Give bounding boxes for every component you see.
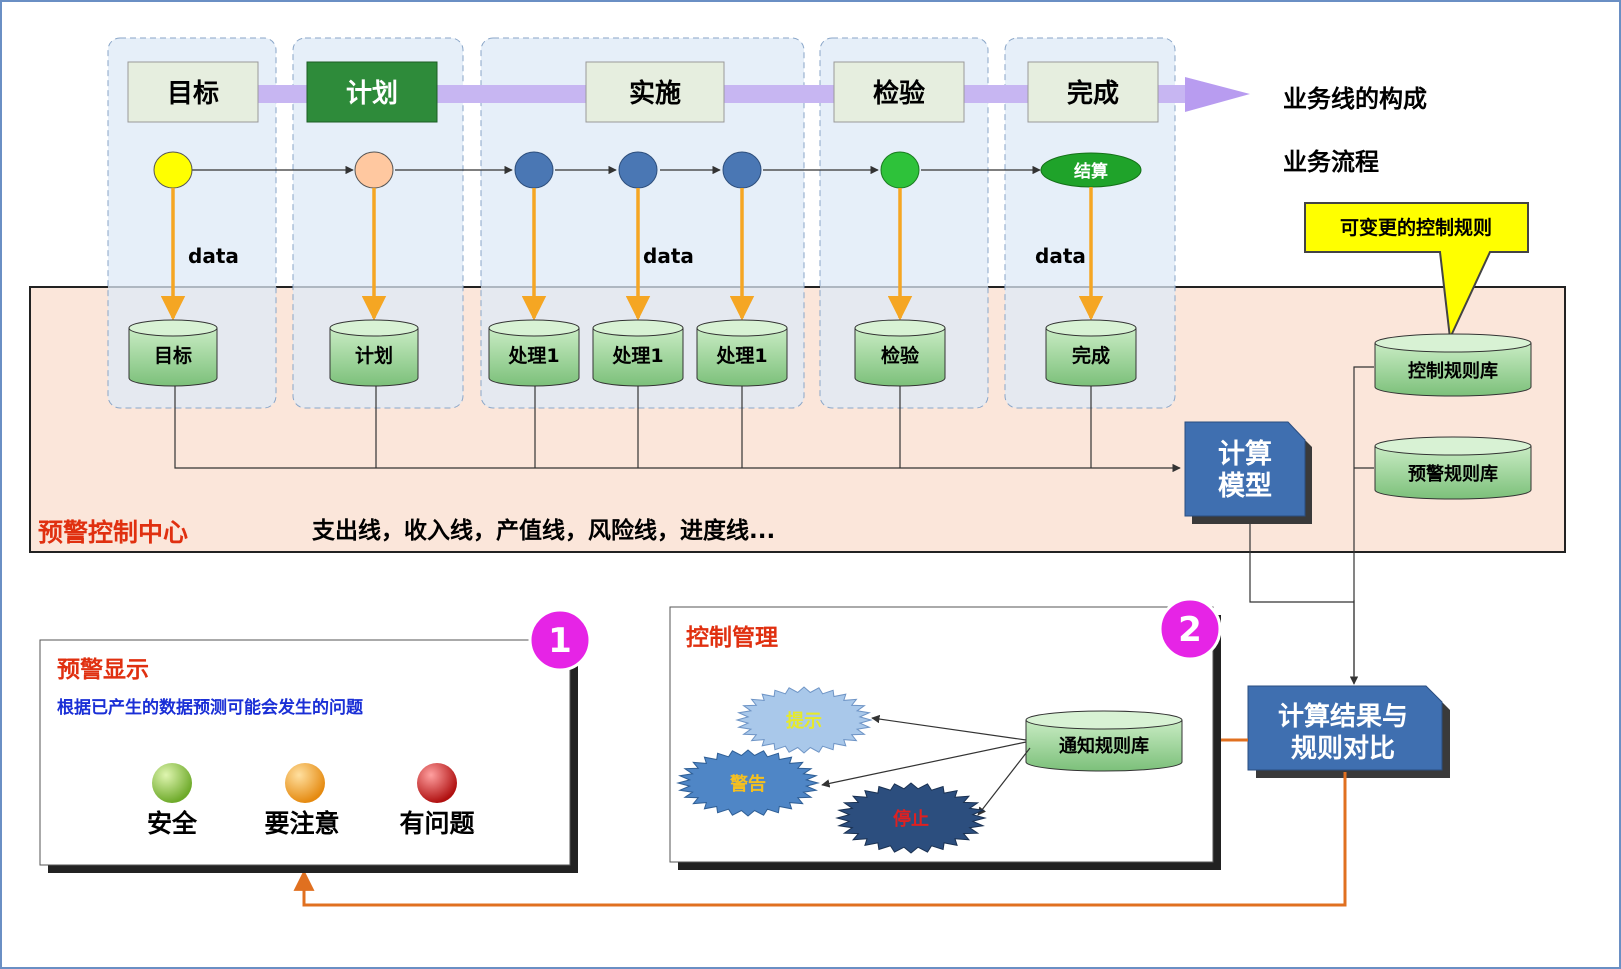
control-rule-db: 控制规则库 bbox=[1374, 333, 1532, 397]
timeline-arrowhead bbox=[1185, 77, 1250, 112]
db-label: 检验 bbox=[881, 344, 920, 367]
node-goal bbox=[153, 151, 193, 189]
db-cylinder: 目标 bbox=[128, 319, 218, 387]
warning-rule-db: 预警规则库 bbox=[1374, 436, 1532, 500]
panel2-badge-number: 2 bbox=[1178, 610, 1202, 650]
compare-result-box: 计算结果与 规则对比 bbox=[1247, 685, 1450, 778]
db-label: 目标 bbox=[154, 345, 192, 367]
data-arrows bbox=[160, 187, 1104, 321]
lane-plan bbox=[292, 37, 464, 409]
compare-line: 规则对比 bbox=[1291, 734, 1395, 764]
stage-box-goal bbox=[127, 61, 259, 123]
db-label: 预警规则库 bbox=[1408, 463, 1498, 485]
stage-box-plan bbox=[306, 61, 438, 123]
compute-model-line: 计算 bbox=[1218, 438, 1272, 470]
db-cylinder: 处理1 bbox=[592, 319, 684, 387]
hint-burst bbox=[735, 686, 873, 754]
center-lines: 支出线，收入线，产值线，风险线，进度线... bbox=[311, 517, 775, 544]
db-connectors bbox=[174, 366, 1374, 685]
db-cylinder: 检验 bbox=[854, 319, 946, 387]
compare-line: 计算结果与 bbox=[1278, 701, 1408, 732]
problem-indicator bbox=[417, 763, 457, 803]
panel1-warning-display bbox=[39, 639, 571, 866]
notify-connectors bbox=[821, 714, 1031, 816]
stage-box-complete bbox=[1027, 61, 1159, 123]
node-plan bbox=[354, 151, 394, 189]
db-label: 计划 bbox=[355, 344, 393, 367]
burst-group bbox=[676, 686, 987, 854]
db-cylinder: 计划 bbox=[329, 319, 419, 387]
legend-label: 要注意 bbox=[264, 809, 339, 838]
business-flow-label: 业务流程 bbox=[1283, 148, 1379, 176]
data-label: data bbox=[1035, 244, 1086, 268]
stage-label: 完成 bbox=[1067, 78, 1119, 109]
legend-label: 有问题 bbox=[399, 809, 474, 838]
warning-burst bbox=[676, 749, 820, 817]
panel2-title: 控制管理 bbox=[686, 624, 778, 651]
panel1-title: 预警显示 bbox=[57, 657, 149, 683]
legend-label: 安全 bbox=[147, 809, 198, 838]
business-line-label: 业务线的构成 bbox=[1283, 85, 1427, 113]
panel1-badge bbox=[528, 608, 592, 672]
lane-implement bbox=[480, 37, 805, 409]
data-label: data bbox=[188, 244, 239, 268]
db-cylinder: 完成 bbox=[1045, 319, 1137, 387]
db-label: 完成 bbox=[1072, 344, 1110, 367]
safe-indicator bbox=[152, 763, 192, 803]
db-label: 通知规则库 bbox=[1059, 735, 1149, 757]
stage-label: 实施 bbox=[629, 78, 681, 109]
stage-box-inspect bbox=[833, 61, 965, 123]
compute-model-line: 模型 bbox=[1218, 471, 1272, 502]
stop-burst bbox=[835, 782, 987, 854]
stage-label: 目标 bbox=[167, 79, 219, 109]
compute-model-box: 计算 模型 bbox=[1184, 421, 1312, 524]
data-label: data bbox=[643, 244, 694, 268]
burst-label: 停止 bbox=[893, 808, 929, 830]
panel2-badge bbox=[1158, 597, 1222, 661]
db-label: 控制规则库 bbox=[1408, 360, 1498, 382]
callout-shape bbox=[1304, 202, 1529, 342]
panel1-badge-number: 1 bbox=[548, 621, 572, 661]
caution-indicator bbox=[285, 763, 325, 803]
burst-label: 警告 bbox=[730, 773, 766, 795]
db-label: 处理1 bbox=[507, 344, 559, 367]
node-inspect bbox=[880, 151, 920, 189]
node-process bbox=[618, 151, 658, 189]
lane-goal bbox=[107, 37, 277, 409]
callout-text: 可变更的控制规则 bbox=[1340, 216, 1492, 239]
stage-label: 检验 bbox=[873, 78, 925, 109]
db-cylinder: 处理1 bbox=[696, 319, 788, 387]
db-cylinder: 处理1 bbox=[488, 319, 580, 387]
settle-label: 结算 bbox=[1074, 161, 1108, 182]
center-title: 预警控制中心 bbox=[38, 518, 188, 547]
burst-label: 提示 bbox=[786, 710, 822, 732]
panel1-description: 根据已产生的数据预测可能会发生的问题 bbox=[57, 697, 364, 718]
db-label: 处理1 bbox=[715, 344, 767, 367]
db-label: 处理1 bbox=[611, 344, 663, 367]
node-process bbox=[722, 151, 762, 189]
node-process bbox=[514, 151, 554, 189]
notify-rule-db: 通知规则库 bbox=[1025, 710, 1183, 772]
stage-label: 计划 bbox=[346, 79, 398, 109]
stage-box-implement bbox=[585, 61, 725, 123]
lane-inspect bbox=[819, 37, 989, 409]
